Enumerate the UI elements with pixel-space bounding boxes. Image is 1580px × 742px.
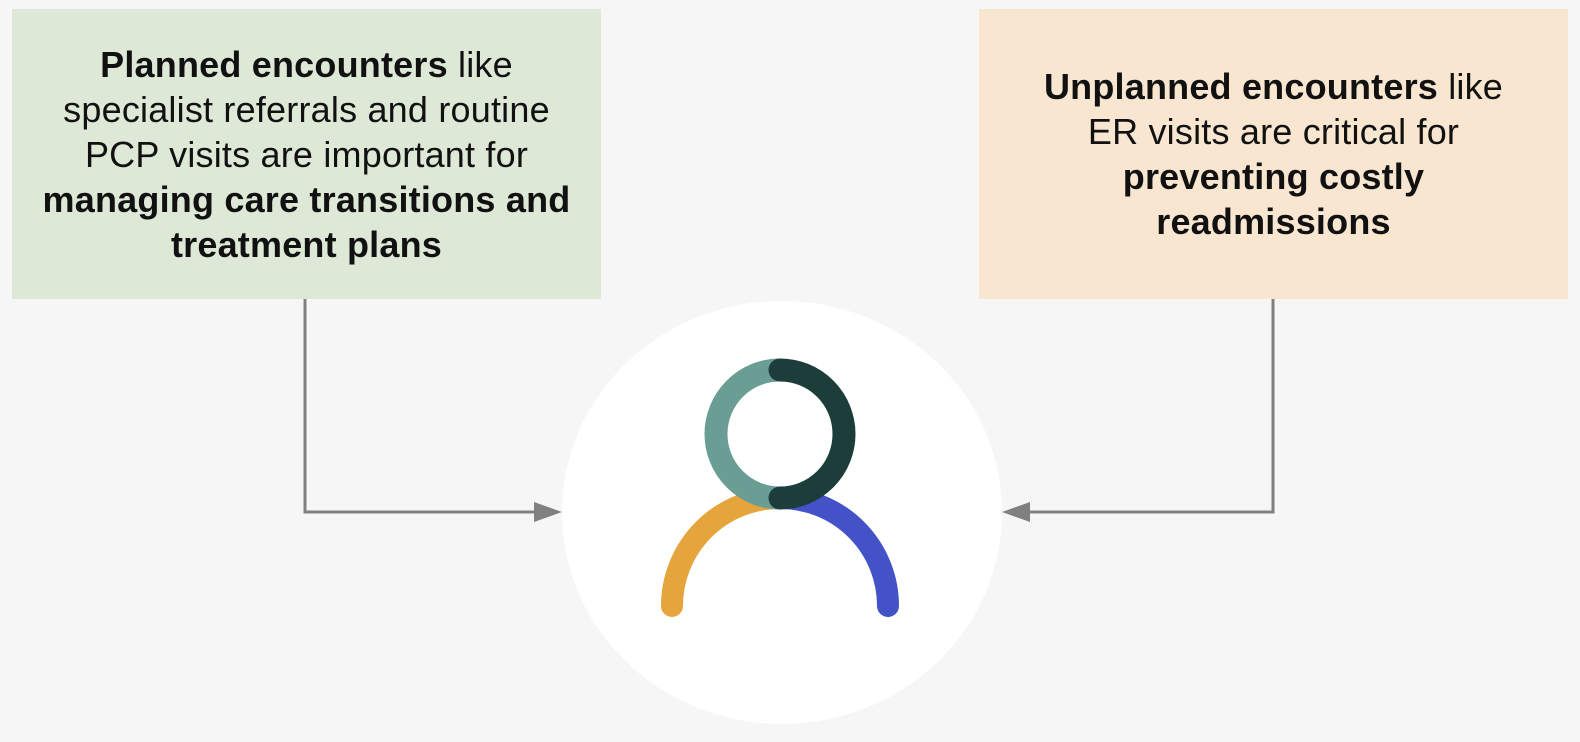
person-head-right — [768, 358, 856, 510]
unplanned-encounters-heading: Unplanned encounters — [1043, 66, 1438, 107]
person-head-left — [704, 358, 781, 510]
arrow-right-icon — [534, 502, 562, 522]
unplanned-encounters-emphasis: preventing costly readmissions — [1122, 156, 1425, 242]
right-connector — [1002, 299, 1275, 522]
person-shoulder-right — [769, 487, 899, 617]
left-connector — [303, 299, 562, 522]
unplanned-encounters-box: Unplanned encounters like ER visits are … — [979, 9, 1568, 299]
person-shoulder-left — [661, 487, 791, 617]
planned-encounters-box: Planned encounters like specialist refer… — [12, 9, 601, 299]
left-connector-line — [303, 299, 540, 514]
planned-encounters-emphasis: managing care transitions and treatment … — [42, 178, 571, 265]
planned-encounters-description: like specialist referrals and routine PC… — [63, 43, 550, 175]
unplanned-encounters-description: like ER visits are critical for — [1087, 66, 1504, 152]
unplanned-encounters-text: Unplanned encounters like ER visits are … — [1019, 64, 1528, 244]
planned-encounters-text: Planned encounters like specialist refer… — [32, 42, 581, 267]
arrow-left-icon — [1002, 502, 1030, 522]
planned-encounters-heading: Planned encounters — [100, 43, 448, 85]
right-connector-line — [1024, 299, 1275, 514]
